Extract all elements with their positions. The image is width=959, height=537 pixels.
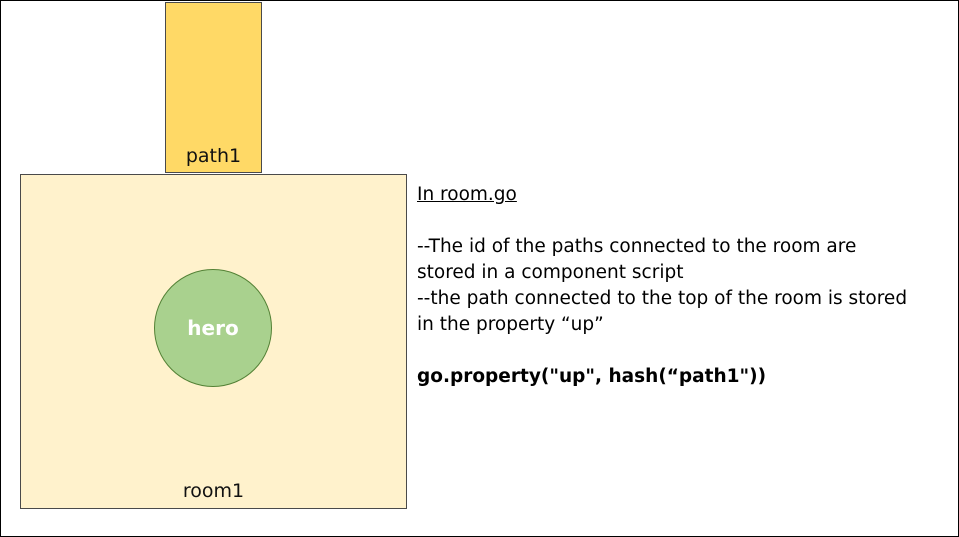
notes-spacer: [417, 208, 952, 234]
path1-box: path1: [165, 2, 262, 173]
room1-label: room1: [182, 480, 245, 502]
hero-circle: hero: [154, 269, 272, 387]
path1-label: path1: [185, 145, 242, 167]
notes-line: in the property “up”: [417, 314, 604, 335]
notes-line: stored in a component script: [417, 262, 684, 283]
hero-label: hero: [187, 316, 239, 340]
notes-line: --The id of the paths connected to the r…: [417, 236, 857, 257]
notes-code: go.property("up", hash(“path1")): [417, 366, 767, 387]
notes-title: In room.go: [417, 184, 517, 205]
notes-line: --the path connected to the top of the r…: [417, 288, 908, 309]
notes-text-block: In room.go --The id of the paths connect…: [417, 182, 952, 390]
notes-spacer: [417, 338, 952, 364]
